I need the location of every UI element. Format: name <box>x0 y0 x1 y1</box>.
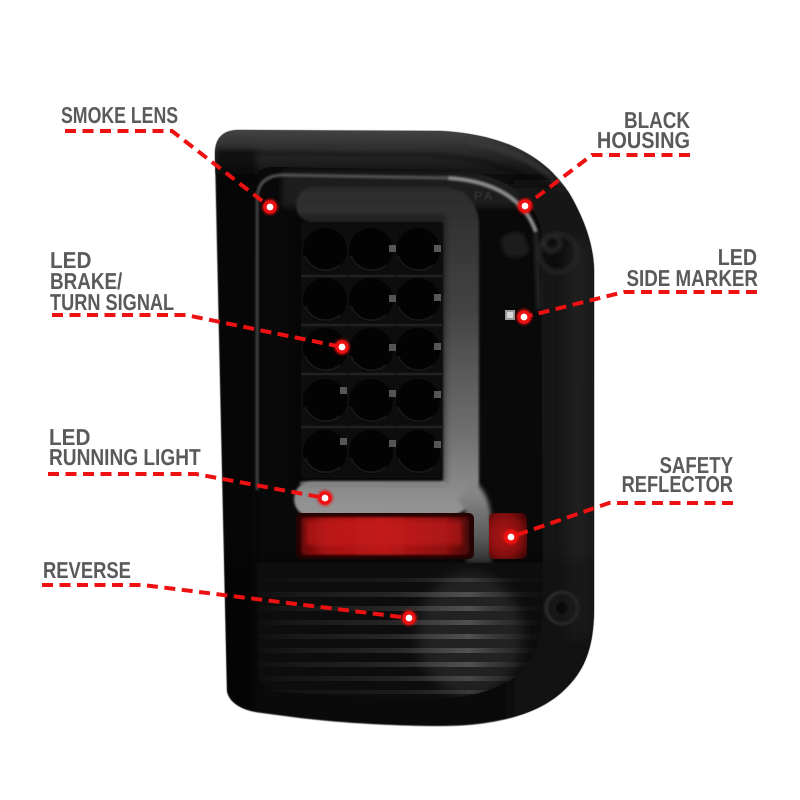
svg-text:SIDE MARKER: SIDE MARKER <box>626 265 758 291</box>
svg-text:LED: LED <box>50 247 91 273</box>
svg-text:RUNNING LIGHT: RUNNING LIGHT <box>49 444 201 470</box>
svg-text:REFLECTOR: REFLECTOR <box>622 471 734 497</box>
svg-text:REVERSE: REVERSE <box>43 557 131 583</box>
svg-text:TURN SIGNAL: TURN SIGNAL <box>50 289 174 315</box>
svg-text:SAFETY: SAFETY <box>660 452 733 478</box>
svg-text:LED: LED <box>49 424 90 450</box>
svg-text:BRAKE/: BRAKE/ <box>50 268 123 294</box>
svg-text:LED: LED <box>718 244 757 270</box>
svg-text:BLACK: BLACK <box>624 107 690 133</box>
svg-text:SMOKE LENS: SMOKE LENS <box>61 102 178 128</box>
svg-text:HOUSING: HOUSING <box>597 127 690 153</box>
